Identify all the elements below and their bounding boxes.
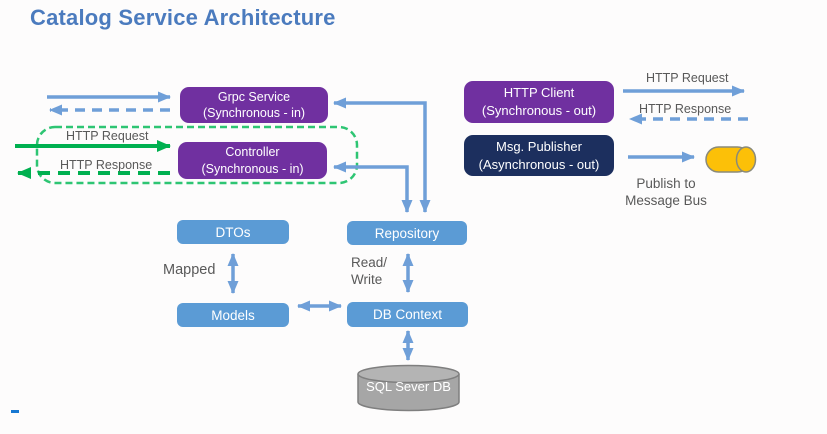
http-client-sublabel: (Synchronous - out) bbox=[481, 103, 597, 118]
read-write-label: Read/ Write bbox=[351, 254, 387, 288]
controller-sublabel: (Synchronous - in) bbox=[201, 161, 304, 176]
mapped-label: Mapped bbox=[163, 262, 216, 278]
publish-label-line2: Message Bus bbox=[625, 193, 707, 208]
grpc-service-node: Grpc Service (Synchronous - in) bbox=[180, 87, 328, 123]
controller-repository-arrow bbox=[333, 161, 413, 213]
dtos-label: DTOs bbox=[215, 224, 251, 240]
http-response-label-right: HTTP Response bbox=[639, 102, 732, 116]
publish-to-message-bus-label: Publish to Message Bus bbox=[618, 175, 714, 209]
http-client-node: HTTP Client (Synchronous - out) bbox=[464, 81, 614, 123]
database-cylinder-icon bbox=[357, 364, 460, 412]
msg-publisher-node: Msg. Publisher (Asynchronous - out) bbox=[464, 135, 614, 176]
sql-server-db-label: SQL Sever DB bbox=[366, 379, 451, 394]
controller-label: Controller bbox=[225, 145, 280, 159]
http-client-label: HTTP Client bbox=[503, 85, 575, 100]
read-write-label-line2: Write bbox=[351, 272, 383, 287]
http-response-label-left: HTTP Response bbox=[60, 158, 153, 172]
http-request-label-left: HTTP Request bbox=[66, 129, 149, 143]
msg-publisher-label: Msg. Publisher bbox=[496, 138, 582, 154]
repository-node: Repository bbox=[347, 221, 467, 245]
http-request-label-right: HTTP Request bbox=[646, 71, 729, 85]
db-context-label: DB Context bbox=[372, 307, 443, 322]
grpc-service-sublabel: (Synchronous - in) bbox=[202, 106, 306, 120]
db-context-node: DB Context bbox=[347, 302, 468, 327]
publish-label-line1: Publish to bbox=[636, 176, 696, 191]
models-label: Models bbox=[211, 307, 255, 323]
controller-node: Controller (Synchronous - in) bbox=[178, 142, 327, 179]
message-bus-cylinder-icon bbox=[705, 146, 757, 173]
msg-publisher-sublabel: (Asynchronous - out) bbox=[478, 156, 600, 172]
read-write-label-line1: Read/ bbox=[351, 255, 388, 270]
repository-label: Repository bbox=[374, 225, 440, 241]
grpc-repository-arrow bbox=[333, 97, 431, 213]
models-node: Models bbox=[177, 303, 289, 327]
grpc-service-label: Grpc Service bbox=[217, 89, 291, 104]
dtos-node: DTOs bbox=[177, 220, 289, 244]
page-title: Catalog Service Architecture bbox=[30, 5, 336, 30]
cursor-dash-mark bbox=[11, 410, 19, 413]
